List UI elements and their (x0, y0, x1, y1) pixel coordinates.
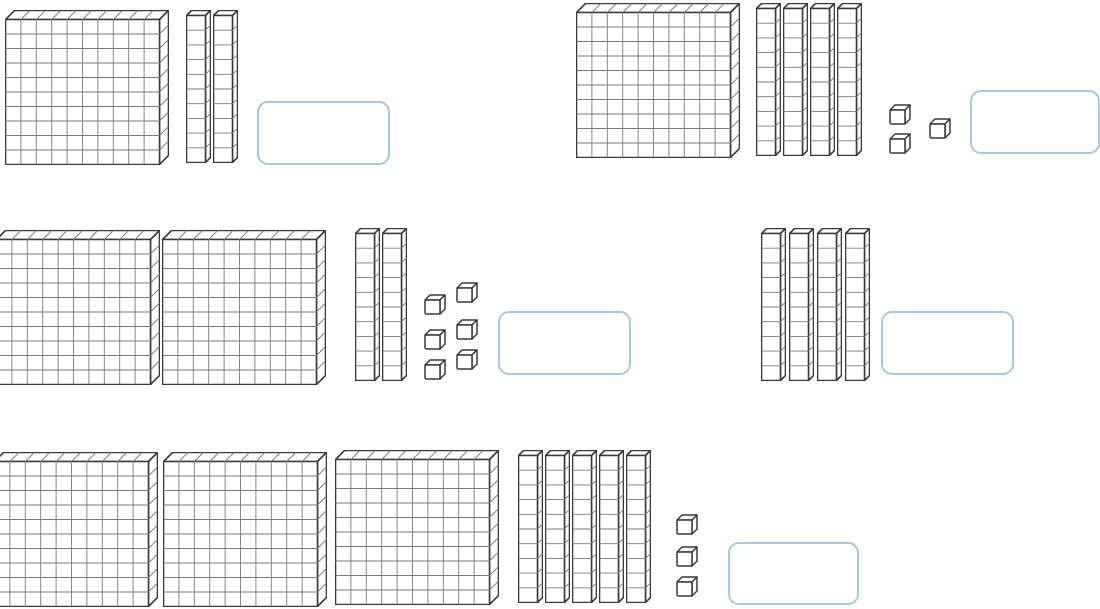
ten-rod (599, 450, 624, 603)
ten-rod (817, 228, 842, 381)
unit-cube (456, 349, 478, 370)
ten-rod (626, 450, 651, 603)
hundred-flat (335, 450, 499, 605)
hundred-flat (162, 230, 326, 385)
answer-input[interactable] (498, 311, 631, 375)
ten-rod (761, 228, 786, 381)
unit-cube (676, 514, 698, 535)
ten-rod (837, 3, 862, 156)
hundred-flat (5, 10, 169, 165)
unit-cube (676, 546, 698, 567)
ten-rod (572, 450, 597, 603)
unit-cube (456, 319, 478, 340)
ten-rod (845, 228, 870, 381)
unit-cube (424, 329, 446, 350)
answer-input[interactable] (881, 311, 1014, 375)
unit-cube (889, 133, 911, 154)
ten-rod (756, 3, 781, 156)
unit-cube (929, 118, 951, 139)
unit-cube (889, 104, 911, 125)
ten-rod (545, 450, 570, 603)
ten-rod (213, 10, 238, 163)
ten-rod (186, 10, 211, 163)
ten-rod (810, 3, 835, 156)
unit-cube (424, 359, 446, 380)
ten-rod (355, 228, 380, 381)
unit-cube (456, 282, 478, 303)
ten-rod (518, 450, 543, 603)
hundred-flat (0, 452, 158, 607)
answer-input[interactable] (728, 542, 859, 605)
unit-cube (676, 576, 698, 597)
hundred-flat (0, 230, 160, 385)
unit-cube (424, 294, 446, 315)
ten-rod (382, 228, 407, 381)
ten-rod (783, 3, 808, 156)
hundred-flat (576, 3, 740, 158)
answer-input[interactable] (257, 101, 390, 165)
hundred-flat (163, 452, 327, 607)
ten-rod (789, 228, 814, 381)
answer-input[interactable] (970, 90, 1100, 154)
